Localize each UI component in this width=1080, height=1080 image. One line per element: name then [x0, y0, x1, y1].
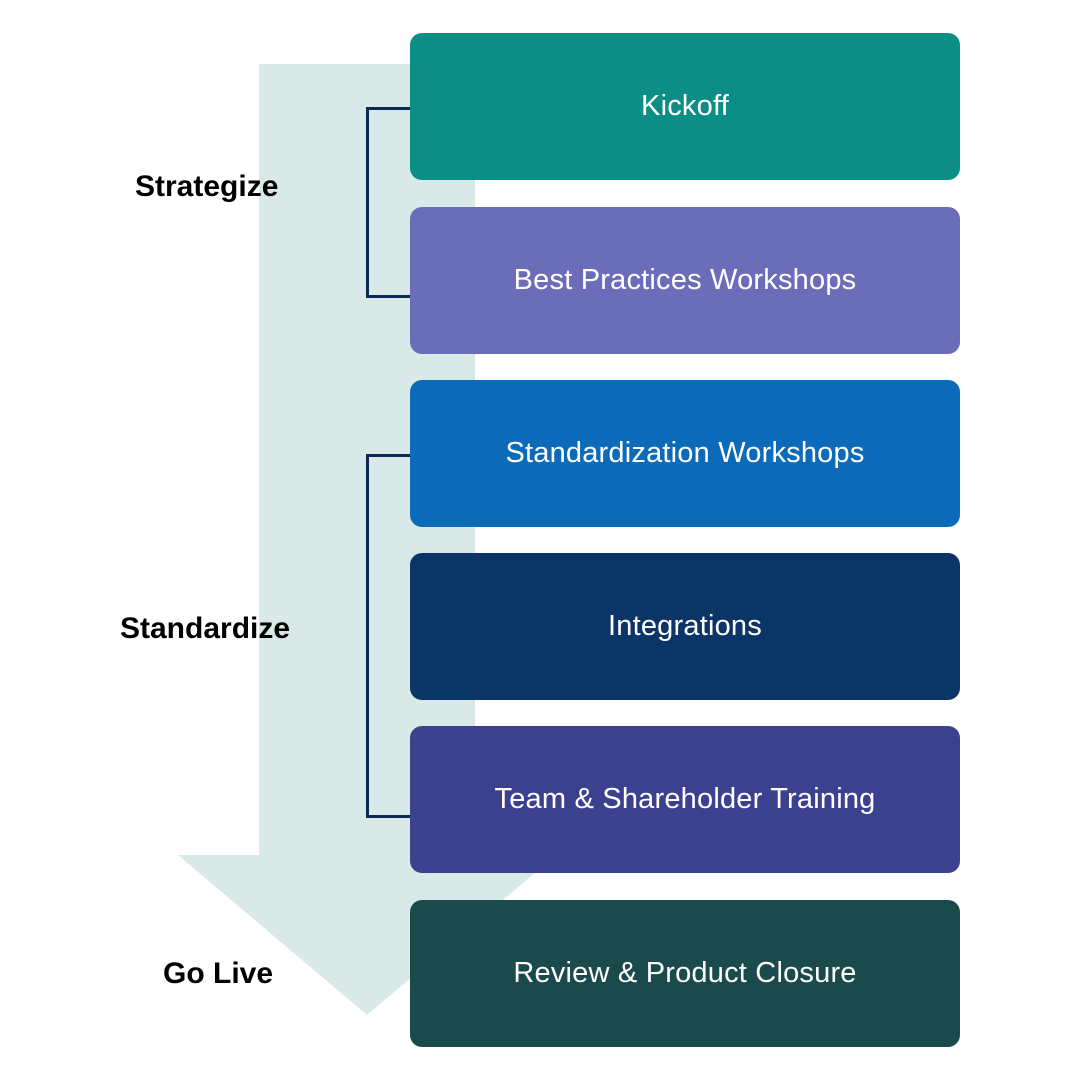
step-standardization-workshops: Standardization Workshops: [410, 380, 960, 527]
step-label: Review & Product Closure: [513, 957, 857, 989]
step-label: Integrations: [608, 610, 762, 642]
step-label: Kickoff: [641, 90, 729, 122]
step-label: Standardization Workshops: [505, 437, 865, 469]
step-review-product-closure: Review & Product Closure: [410, 900, 960, 1047]
phase-label-standardize: Standardize: [120, 612, 291, 645]
phase-label-go-live: Go Live: [163, 957, 274, 990]
step-kickoff: Kickoff: [410, 33, 960, 180]
step-integrations: Integrations: [410, 553, 960, 700]
step-team-shareholder-training: Team & Shareholder Training: [410, 726, 960, 873]
step-label: Team & Shareholder Training: [494, 783, 876, 815]
standardize-bracket: [366, 454, 410, 818]
phase-label-strategize: Strategize: [135, 170, 279, 203]
strategize-bracket: [366, 107, 410, 298]
step-best-practices-workshops: Best Practices Workshops: [410, 207, 960, 354]
step-label: Best Practices Workshops: [513, 264, 857, 296]
